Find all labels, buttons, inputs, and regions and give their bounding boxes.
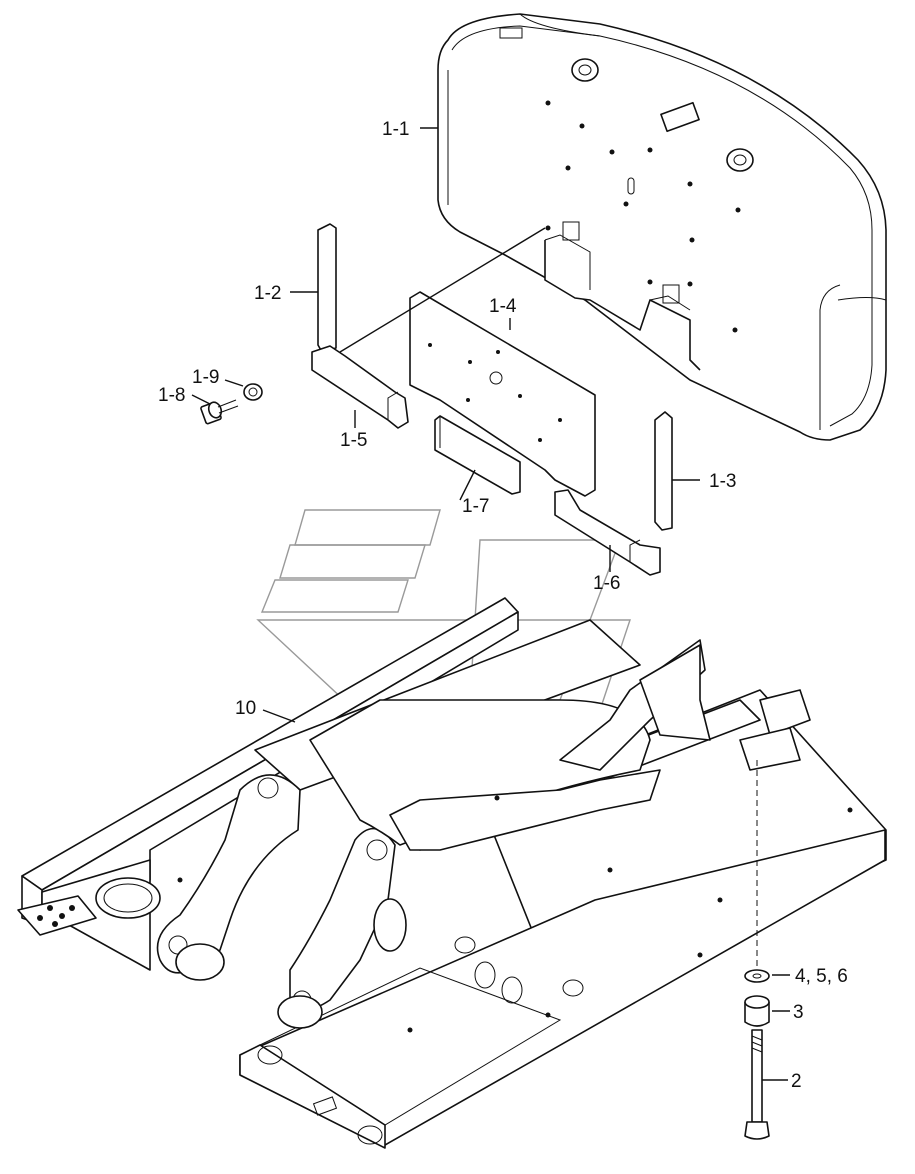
label-1-6: 1-6 [593, 573, 620, 594]
label-1-1: 1-1 [382, 119, 409, 140]
plate-part-1-7 [434, 415, 521, 495]
label-1-2: 1-2 [254, 283, 281, 304]
washer-part-4-5-6 [744, 969, 770, 983]
label-4-5-6: 4, 5, 6 [795, 966, 848, 987]
label-2: 2 [791, 1071, 802, 1092]
label-1-4: 1-4 [489, 296, 517, 317]
bolt-part-1-8 [200, 399, 239, 425]
label-10: 10 [235, 698, 256, 719]
washer-part-1-9 [243, 383, 263, 401]
label-3: 3 [793, 1002, 804, 1023]
label-1-7: 1-7 [462, 496, 489, 517]
counterweight-part [437, 13, 887, 441]
label-1-3: 1-3 [709, 471, 736, 492]
bolt-part-2 [744, 1029, 770, 1140]
label-1-9: 1-9 [192, 367, 219, 388]
plate-part-1-2 [317, 223, 337, 353]
bracket-part-1-6 [554, 489, 661, 576]
label-1-5: 1-5 [340, 430, 367, 451]
main-frame-part [17, 597, 887, 1149]
plate-part-1-3 [654, 411, 673, 531]
spacer-part-3 [744, 995, 770, 1027]
label-1-8: 1-8 [158, 385, 185, 406]
plate-part-1-4 [409, 291, 596, 497]
leader-lines [191, 127, 790, 1081]
bracket-part-1-5 [311, 345, 409, 429]
